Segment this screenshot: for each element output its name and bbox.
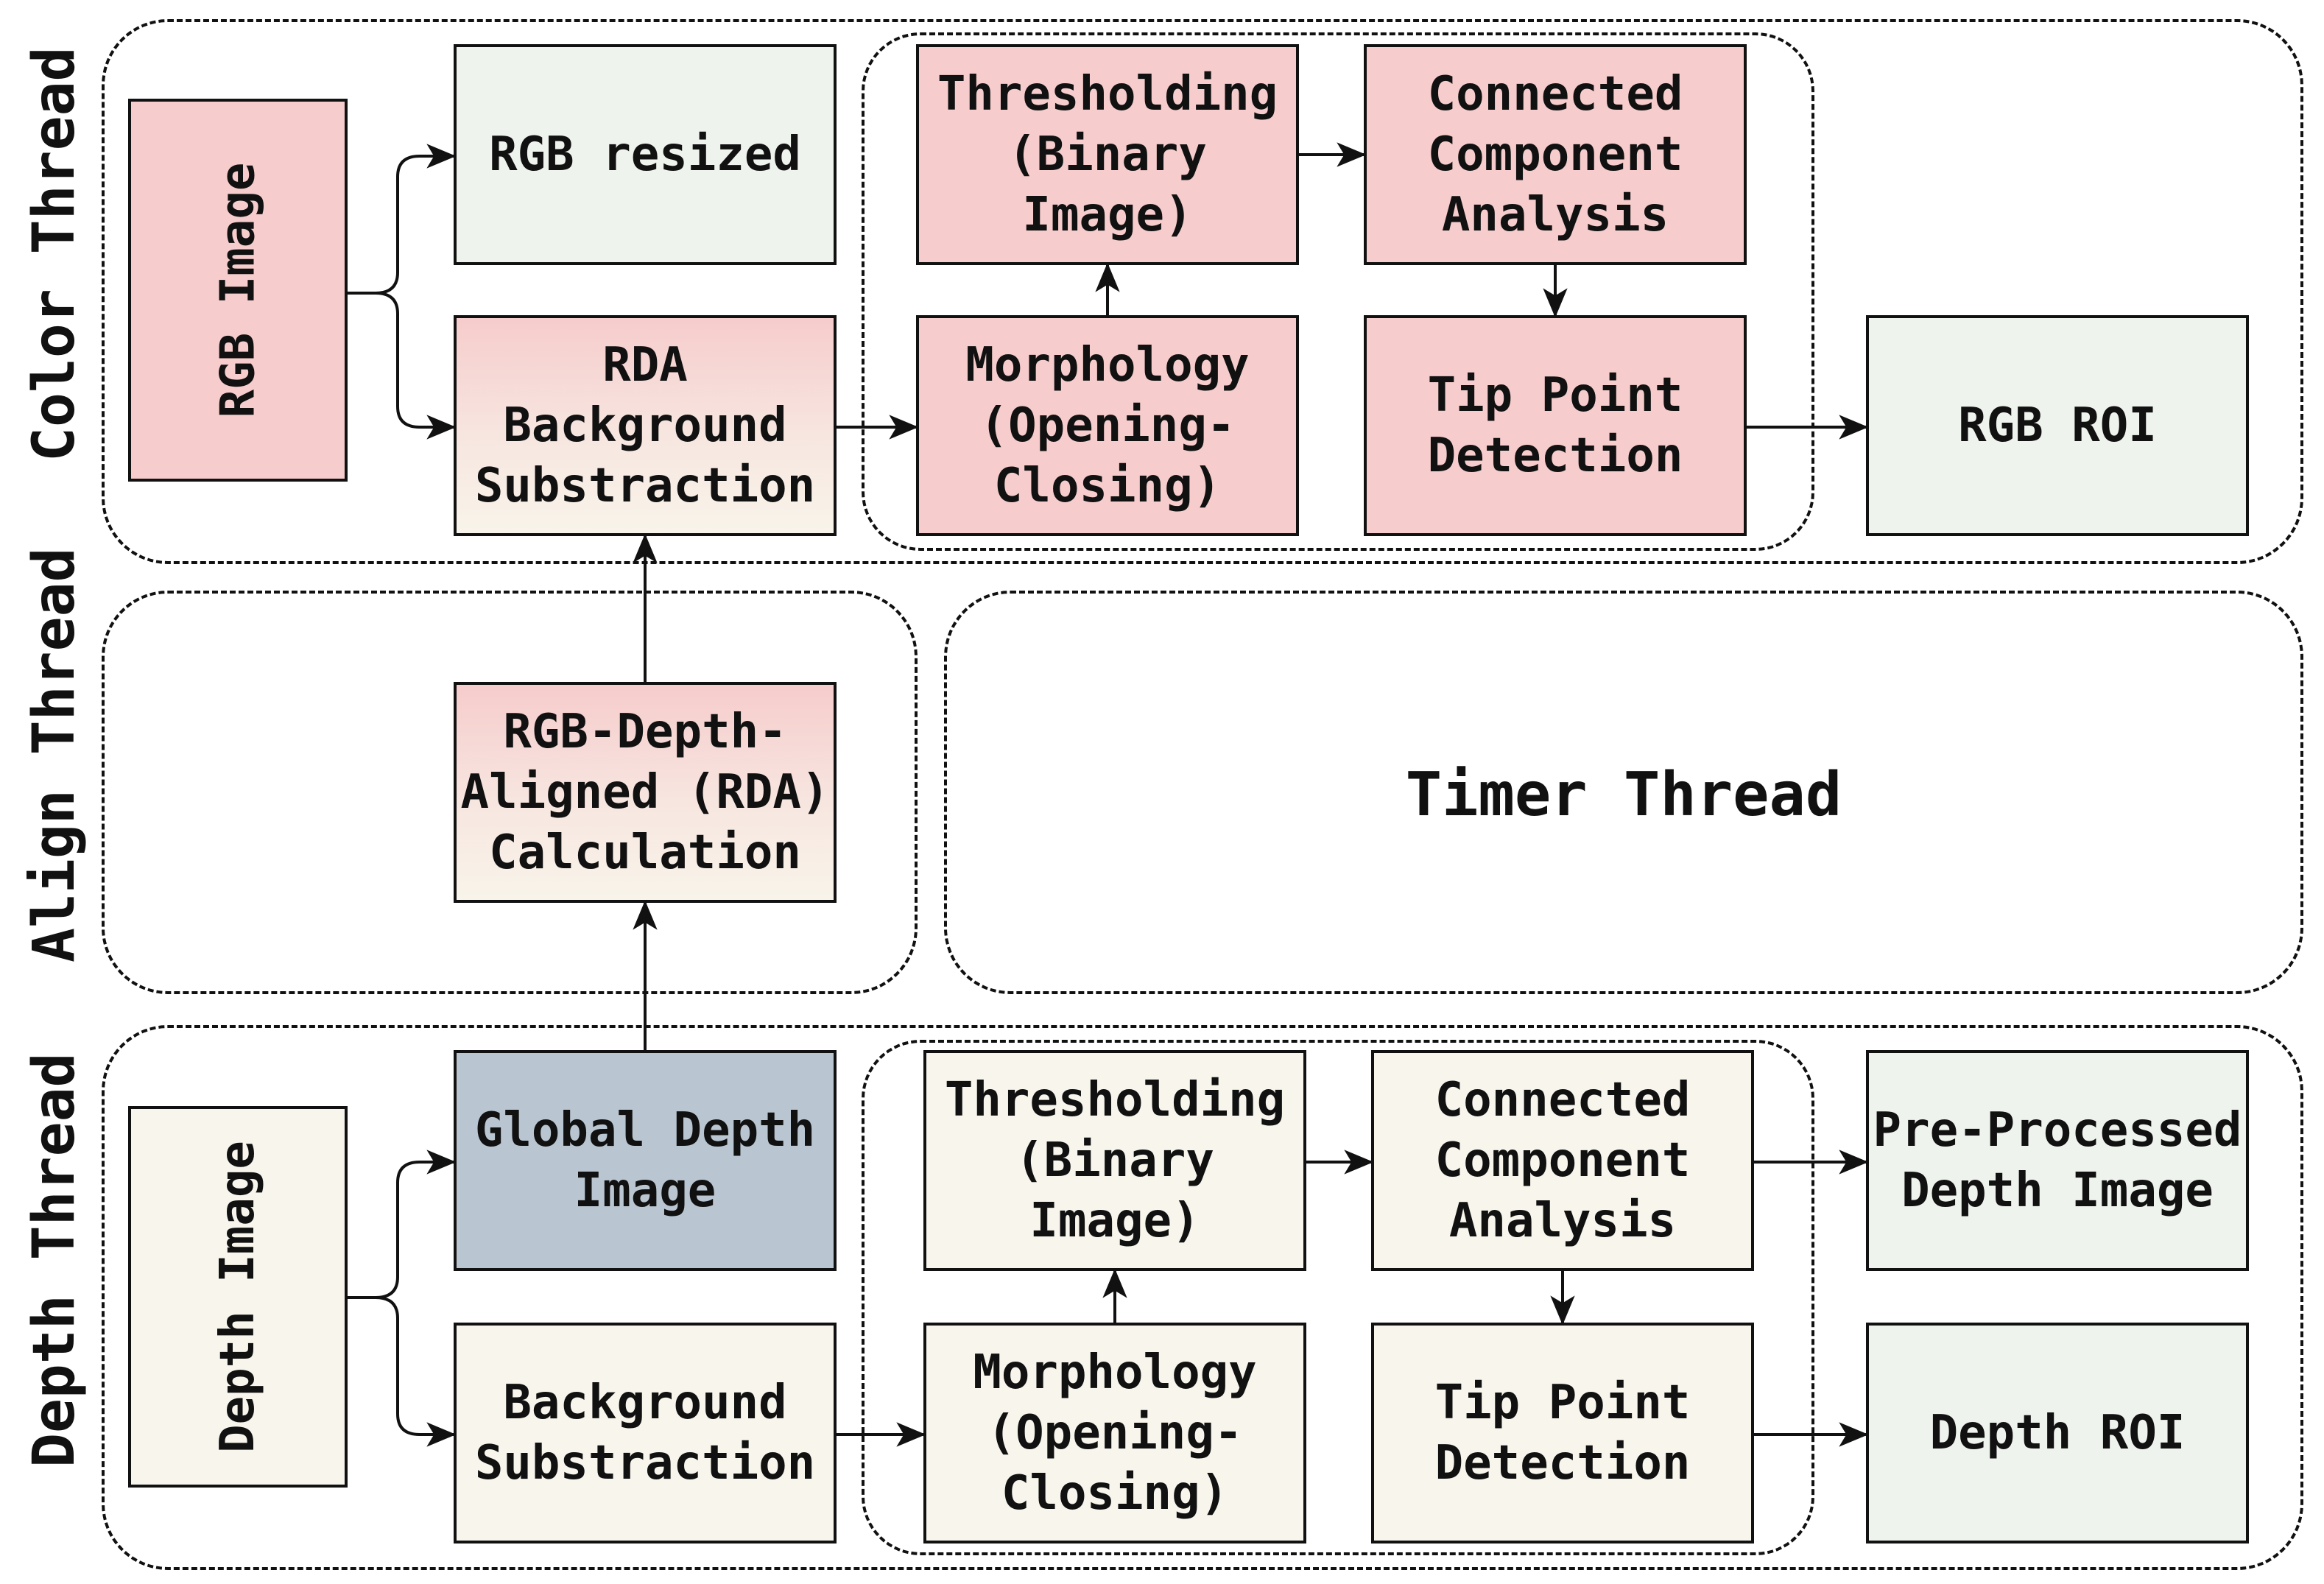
align-thread-label: Align Thread bbox=[21, 547, 88, 962]
timer-thread-label: Timer Thread bbox=[1405, 760, 1842, 830]
timer-thread-region bbox=[944, 591, 2303, 994]
rgb-image-label: RGB Image bbox=[211, 162, 265, 418]
align-thread-region bbox=[102, 591, 918, 994]
depth-tip-point-node: Tip Point Detection bbox=[1371, 1323, 1754, 1543]
depth-thresholding-node: Thresholding (Binary Image) bbox=[923, 1050, 1306, 1271]
depth-processing-group bbox=[862, 1040, 1814, 1555]
depth-image-node: Depth Image bbox=[128, 1106, 348, 1488]
depth-morphology-node: Morphology (Opening- Closing) bbox=[923, 1323, 1306, 1543]
rda-background-subtraction-node: RDA Background Substraction bbox=[454, 315, 837, 536]
depth-image-label: Depth Image bbox=[211, 1141, 265, 1453]
color-tip-point-node: Tip Point Detection bbox=[1364, 315, 1747, 536]
color-thread-region bbox=[102, 19, 2303, 564]
color-morphology-node: Morphology (Opening- Closing) bbox=[916, 315, 1299, 536]
color-processing-group bbox=[862, 32, 1814, 551]
rgb-image-node: RGB Image bbox=[128, 99, 348, 482]
rgb-resized-node: RGB resized bbox=[454, 44, 837, 265]
rgb-roi-node: RGB ROI bbox=[1866, 315, 2249, 536]
color-thresholding-node: Thresholding (Binary Image) bbox=[916, 44, 1299, 265]
depth-connected-component-node: Connected Component Analysis bbox=[1371, 1050, 1754, 1271]
depth-thread-region bbox=[102, 1025, 2303, 1570]
color-thread-label: Color Thread bbox=[21, 46, 88, 462]
global-depth-image-node: Global Depth Image bbox=[454, 1050, 837, 1271]
color-connected-component-node: Connected Component Analysis bbox=[1364, 44, 1747, 265]
preprocessed-depth-image-node: Pre-Processed Depth Image bbox=[1866, 1050, 2249, 1271]
depth-background-subtraction-node: Background Substraction bbox=[454, 1323, 837, 1543]
depth-thread-label: Depth Thread bbox=[21, 1052, 88, 1468]
depth-roi-node: Depth ROI bbox=[1866, 1323, 2249, 1543]
rda-calculation-node: RGB-Depth- Aligned (RDA) Calculation bbox=[454, 682, 837, 903]
